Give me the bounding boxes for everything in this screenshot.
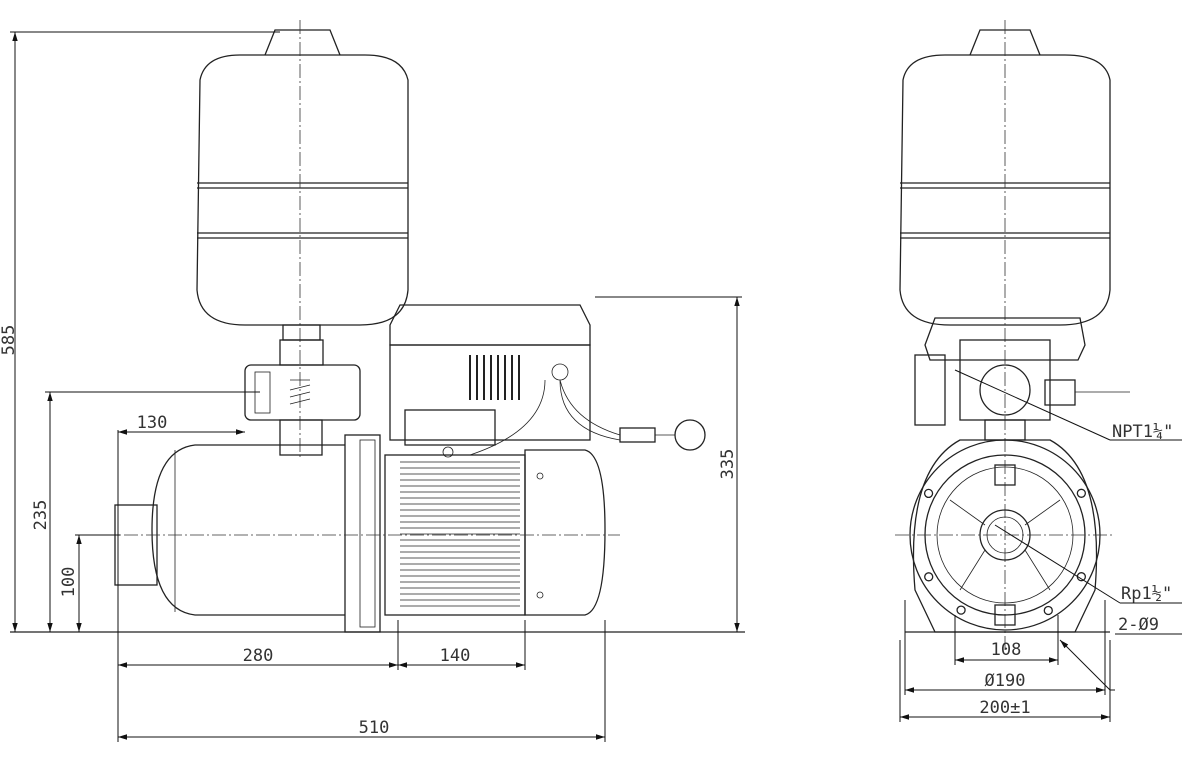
side-view: 585 235 100 130 280 140 510 335 xyxy=(0,20,745,742)
control-box-front xyxy=(914,317,1130,441)
bolt-icon xyxy=(1043,605,1053,616)
dim-flange-diameter: Ø190 xyxy=(985,671,1026,691)
dim-outlet-offset: 130 xyxy=(137,413,168,433)
bolt-icon xyxy=(924,572,934,582)
power-plug xyxy=(619,419,706,451)
bolt-icon xyxy=(923,488,934,499)
dim-bolt-spacing: 108 xyxy=(991,640,1022,660)
dim-motor-height: 335 xyxy=(718,449,738,480)
dim-total-height: 585 xyxy=(0,325,19,356)
pressure-tank xyxy=(196,29,409,326)
callout-inlet-thread: Rp1½" xyxy=(1121,584,1172,604)
dim-pump-length: 280 xyxy=(243,646,274,666)
dim-width: 200±1 xyxy=(979,698,1030,718)
pump-body xyxy=(114,434,381,633)
bolt-icon xyxy=(956,605,966,615)
motor xyxy=(384,446,606,616)
dim-motor-length: 140 xyxy=(440,646,471,666)
dim-total-length: 510 xyxy=(359,718,390,738)
control-box xyxy=(389,304,621,456)
dim-outlet-height: 235 xyxy=(31,500,51,531)
check-valve-fitting xyxy=(244,324,361,456)
bolt-icon xyxy=(1076,488,1086,498)
callout-outlet-thread: NPT1¼" xyxy=(1112,422,1173,442)
front-view: NPT1¼" Rp1½" 2-Ø9 108 Ø190 200±1 xyxy=(895,20,1182,722)
callout-mount-holes: 2-Ø9 xyxy=(1118,615,1159,635)
dim-inlet-height: 100 xyxy=(59,567,79,598)
